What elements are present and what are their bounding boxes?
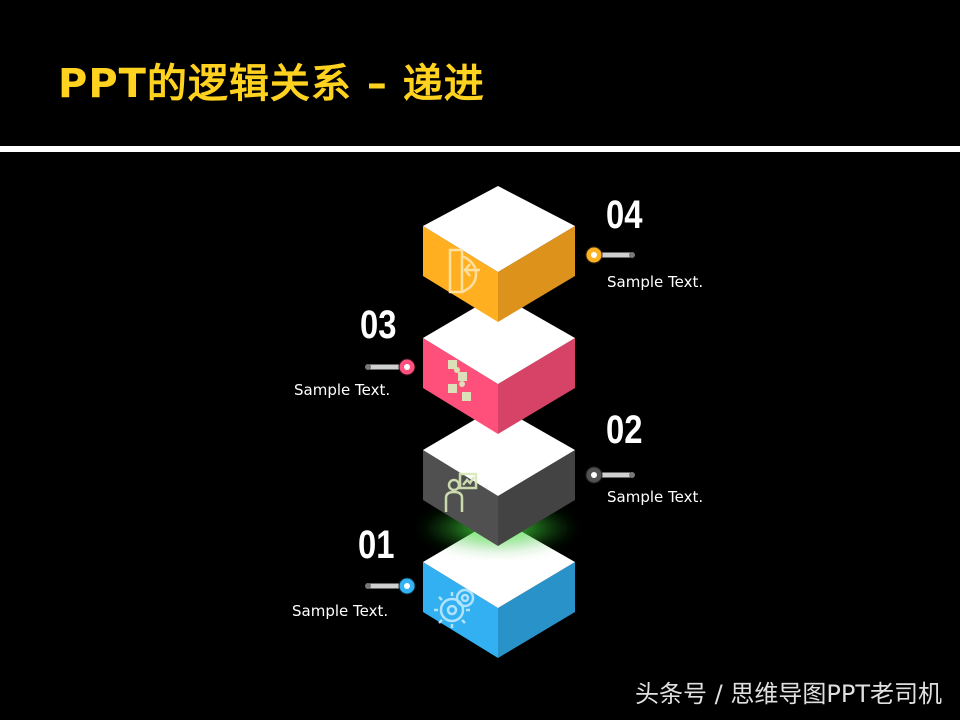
connector-01 xyxy=(365,577,416,595)
cube-02-right xyxy=(498,450,575,546)
gears-icon xyxy=(434,588,475,628)
title-divider xyxy=(0,146,960,152)
cube-02-top xyxy=(423,406,575,496)
step-label-02: Sample Text. xyxy=(607,488,704,506)
cube-04 xyxy=(423,186,575,322)
cube-04-right xyxy=(498,226,575,322)
step-number-04: 04 xyxy=(606,193,643,237)
step-label-04: Sample Text. xyxy=(607,273,704,291)
exit-door-icon xyxy=(448,248,480,294)
cube-03-top xyxy=(423,294,575,384)
connector-02 xyxy=(585,466,635,484)
cube-01-left xyxy=(423,562,498,658)
cube-02 xyxy=(423,406,575,546)
cube-02-left xyxy=(423,450,498,546)
cube-01-right xyxy=(498,562,575,658)
connector-03 xyxy=(365,358,416,376)
step-label-03: Sample Text. xyxy=(294,381,391,399)
watermark: 头条号 / 思维导图PPT老司机 xyxy=(635,680,942,708)
slide-title: PPT的逻辑关系 – 递进 xyxy=(58,61,485,107)
cube-03-right xyxy=(498,338,575,434)
step-number-03: 03 xyxy=(360,303,397,347)
cube-04-top xyxy=(423,186,575,272)
presenter-icon xyxy=(444,472,478,512)
step-label-01: Sample Text. xyxy=(292,602,389,620)
step-number-01: 01 xyxy=(358,523,395,567)
step-number-02: 02 xyxy=(606,408,643,452)
puzzle-icon xyxy=(448,360,471,401)
cube-03 xyxy=(423,294,575,434)
cube-04-left xyxy=(423,226,498,322)
connector-04 xyxy=(585,246,635,264)
